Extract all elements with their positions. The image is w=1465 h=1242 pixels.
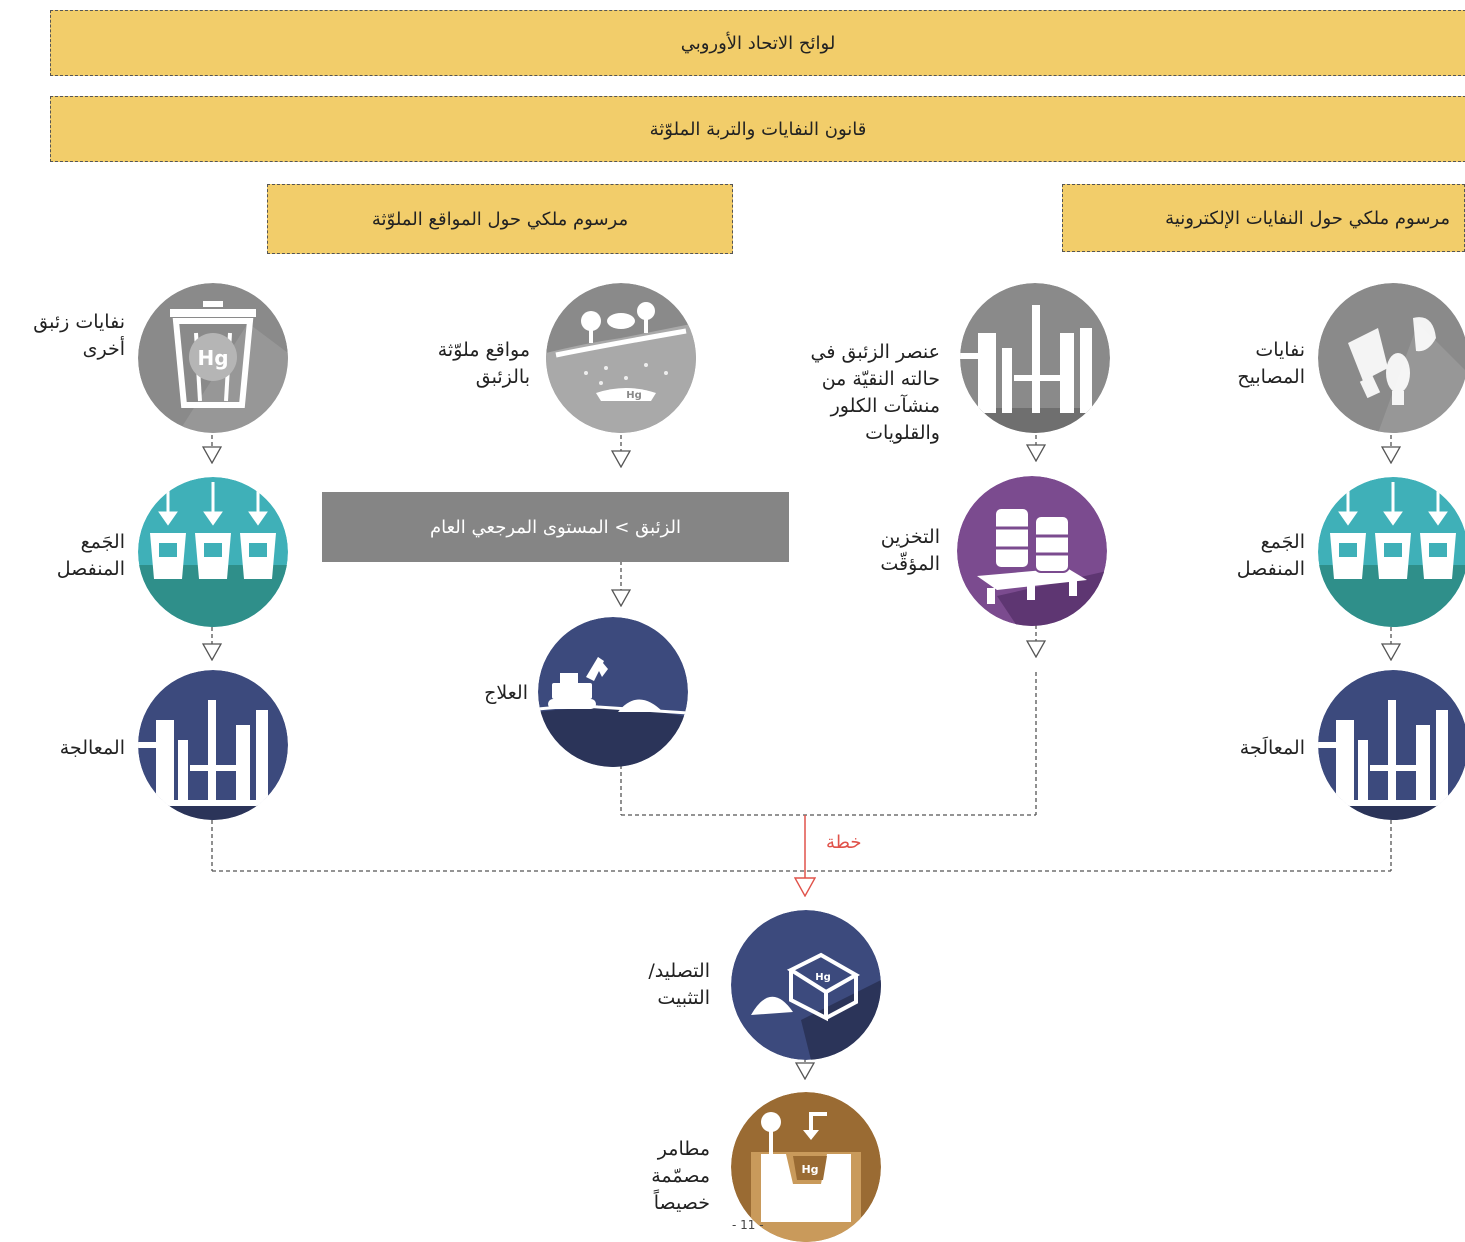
left-treatment-node	[138, 670, 288, 820]
temporary-storage-label: التخزين المؤقّت	[880, 526, 940, 575]
svg-text:Hg: Hg	[197, 346, 228, 370]
landfill-node: Hg	[731, 1092, 881, 1242]
remediation-label: العلاج	[484, 682, 528, 704]
other-mercury-waste-node: Hg	[138, 283, 288, 433]
lamp-waste-node	[1318, 283, 1465, 433]
waste-soil-law-box: قانون النفايات والتربة الملوّثة	[50, 96, 1465, 162]
recycling-bins-icon	[1318, 477, 1465, 627]
eu-regulations-label: لوائح الاتحاد الأوروبي	[680, 32, 836, 54]
svg-text:Hg: Hg	[626, 390, 642, 401]
left-collection-label: الجَمع المنفصل	[56, 531, 125, 580]
right-treatment-node	[1318, 670, 1465, 820]
svg-text:Hg: Hg	[801, 1163, 818, 1176]
svg-text:Hg: Hg	[815, 972, 831, 983]
light-bulbs-icon	[1318, 283, 1465, 433]
plant-icon	[960, 283, 1110, 433]
decree-contaminated-sites-box: مرسوم ملكي حول المواقع الملوّثة	[267, 184, 733, 254]
other-mercury-waste-label: نفايات زئبق أخرى	[33, 311, 125, 360]
lamp-waste-label: نفايات المصابيح	[1237, 339, 1305, 388]
landfill-icon: Hg	[731, 1092, 881, 1242]
solidification-block-icon: Hg	[731, 910, 881, 1060]
right-collection-node	[1318, 477, 1465, 627]
temporary-storage-node	[957, 476, 1107, 626]
factory-icon	[1318, 670, 1465, 820]
page-number: - 11 -	[732, 1218, 764, 1232]
left-treatment-label: المعالجة	[59, 737, 125, 759]
landfill-label: مطامر مصمّمة خصيصاً	[651, 1138, 710, 1214]
trash-bin-hg-icon: Hg	[138, 283, 288, 433]
waste-soil-law-label: قانون النفايات والتربة الملوّثة	[649, 118, 867, 140]
factory-icon	[138, 670, 288, 820]
left-collection-node	[138, 477, 288, 627]
right-collection-label: الجَمع المنفصل	[1236, 531, 1305, 580]
eu-regulations-box: لوائح الاتحاد الأوروبي	[50, 10, 1465, 76]
threshold-bar: الزئبق > المستوى المرجعي العام	[322, 492, 789, 562]
contaminated-sites-label: مواقع ملوّثة بالزئبق	[437, 339, 530, 388]
chlor-alkali-label: عنصر الزئبق في حالته النقيّة من منشآت ال…	[810, 341, 940, 444]
chlor-alkali-node	[960, 283, 1110, 433]
decree-ewaste-box: مرسوم ملكي حول النفايات الإلكترونية	[1062, 184, 1465, 252]
contaminated-sites-node: Hg	[546, 283, 696, 433]
threshold-label: الزئبق > المستوى المرجعي العام	[429, 516, 682, 538]
stabilisation-node: Hg	[731, 910, 881, 1060]
right-treatment-label: المعالَجة	[1239, 737, 1305, 759]
decree-ewaste-label: مرسوم ملكي حول النفايات الإلكترونية	[1165, 207, 1450, 229]
recycling-bins-icon	[138, 477, 288, 627]
stabilisation-label: التصليد/ التثبيت	[648, 960, 710, 1009]
plan-label: خطة	[826, 832, 862, 853]
contaminated-soil-icon: Hg	[546, 283, 696, 433]
decree-contaminated-sites-label: مرسوم ملكي حول المواقع الملوّثة	[371, 208, 629, 230]
excavator-icon	[538, 617, 688, 767]
remediation-node	[538, 617, 688, 767]
barrels-icon	[957, 476, 1107, 626]
